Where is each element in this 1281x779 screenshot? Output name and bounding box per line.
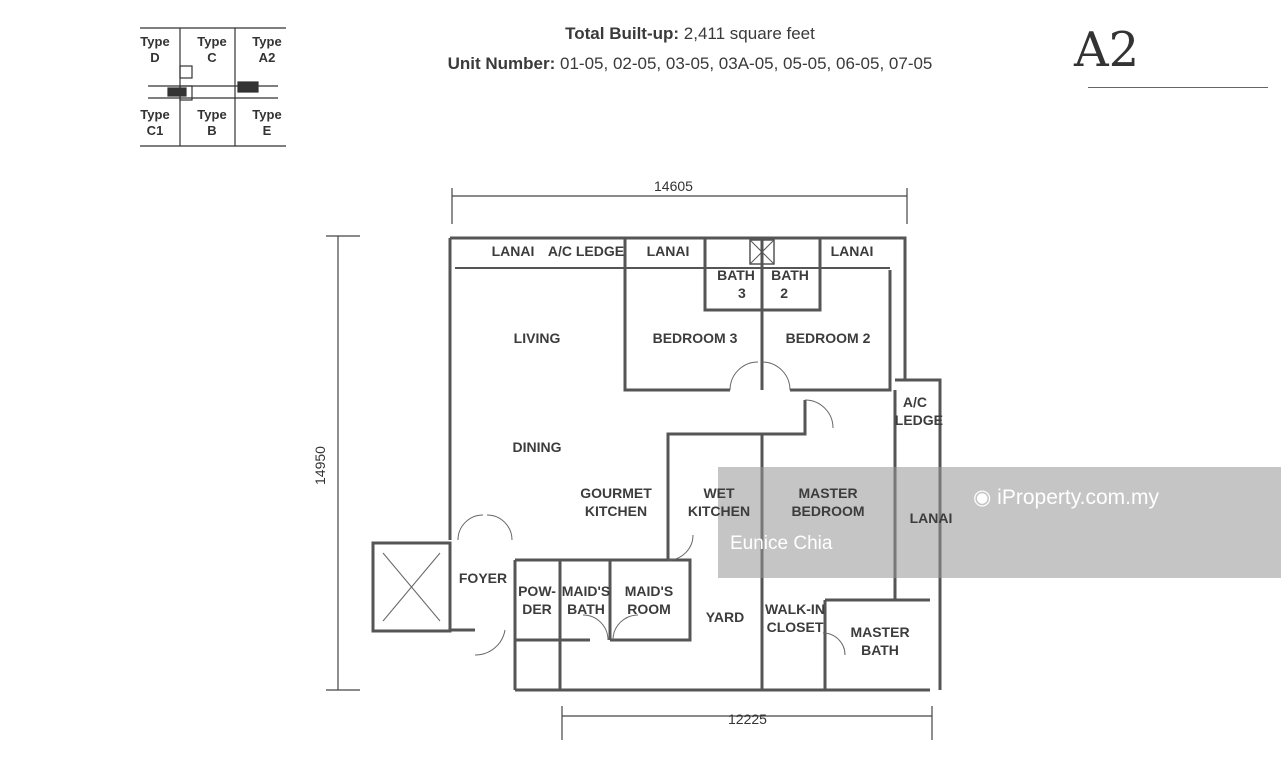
room-yard: YARD bbox=[705, 609, 745, 625]
watermark-overlay: ◉ iProperty.com.my Eunice Chia bbox=[718, 467, 1281, 578]
room-dining: DINING bbox=[512, 439, 562, 455]
unit-number-info: Unit Number: 01-05, 02-05, 03-05, 03A-05… bbox=[380, 54, 1000, 74]
watermark-site: ◉ iProperty.com.my bbox=[973, 486, 1159, 509]
title-divider bbox=[1088, 87, 1268, 88]
room-bedroom-3: BEDROOM 3 bbox=[652, 330, 738, 346]
unit-number-label: Unit Number: bbox=[447, 54, 556, 73]
room-bath-3: BATH 3 bbox=[717, 267, 755, 301]
built-up-label: Total Built-up: bbox=[565, 24, 680, 43]
room-ac-ledge-side: A/C LEDGE bbox=[894, 394, 944, 428]
room-lanai-bedroom2: LANAI bbox=[830, 243, 874, 259]
built-up-value: 2,411 square feet bbox=[683, 24, 815, 43]
room-lanai-bedroom3: LANAI bbox=[646, 243, 690, 259]
dimension-top: 14605 bbox=[654, 178, 693, 194]
room-living: LIVING bbox=[513, 330, 561, 346]
dimension-left: 14950 bbox=[312, 446, 328, 485]
room-powder: POW-DER bbox=[518, 583, 556, 617]
room-foyer: FOYER bbox=[458, 570, 508, 586]
built-up-info: Total Built-up: 2,411 square feet bbox=[380, 24, 1000, 44]
room-ac-ledge-top: A/C LEDGE bbox=[547, 243, 625, 259]
unit-number-value: 01-05, 02-05, 03-05, 03A-05, 05-05, 06-0… bbox=[560, 54, 933, 73]
room-lanai-living: LANAI bbox=[491, 243, 535, 259]
watermark-agent: Eunice Chia bbox=[730, 533, 833, 554]
dimension-bottom: 12225 bbox=[728, 711, 767, 727]
unit-type-title: A2 bbox=[1074, 22, 1140, 78]
room-lanai-master: LANAI bbox=[909, 510, 953, 526]
room-bedroom-2: BEDROOM 2 bbox=[785, 330, 871, 346]
key-plan-drawing bbox=[140, 27, 286, 147]
